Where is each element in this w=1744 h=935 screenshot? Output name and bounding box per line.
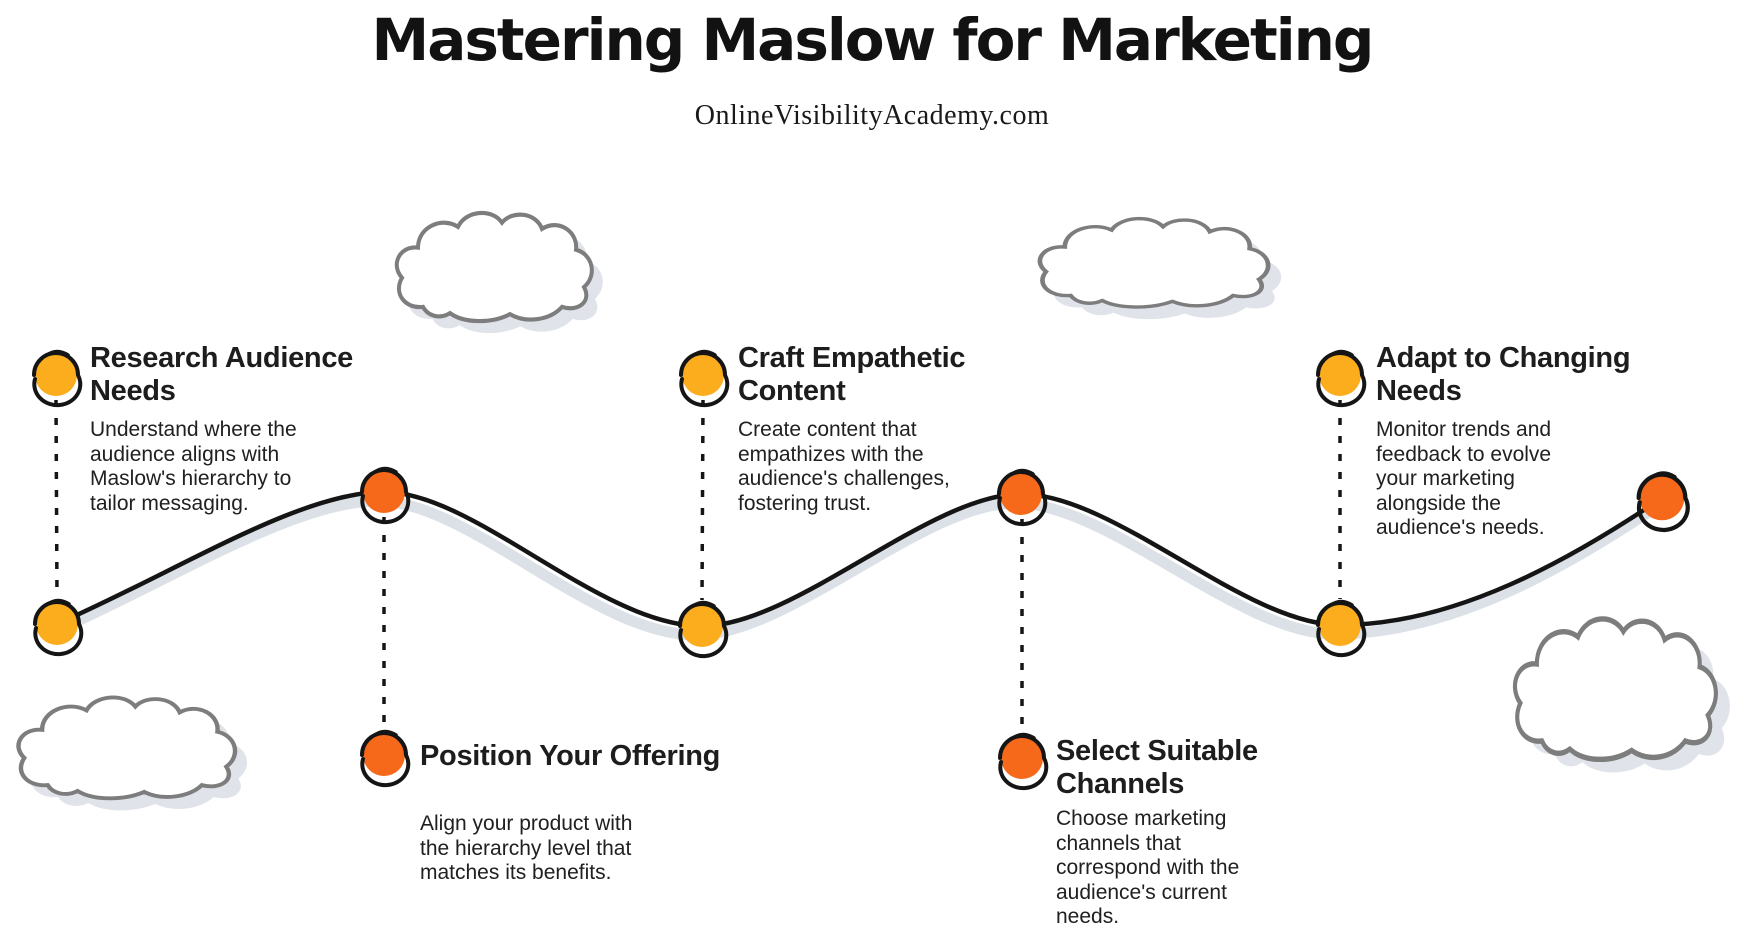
path-node-valley-2-yellow — [678, 600, 729, 659]
connector-line-step-3 — [700, 399, 705, 601]
path-node-valley-3-yellow — [1316, 599, 1367, 658]
connector-line-step-1 — [54, 399, 59, 599]
step-bullet-5-yellow — [1316, 349, 1367, 408]
step-title: Craft Empathetic Content — [738, 342, 966, 408]
website-url: OnlineVisibilityAcademy.com — [694, 100, 1050, 131]
step-4: Select Suitable Channels Choose marketin… — [1056, 735, 1296, 930]
cloud-decoration-bottom-right — [1515, 619, 1716, 759]
step-title: Adapt to Changing Needs — [1376, 342, 1631, 408]
step-bullet-1-yellow — [32, 349, 83, 408]
step-bullet-4-orange — [998, 732, 1049, 791]
step-title: Research Audience Needs — [90, 342, 353, 408]
step-title: Position Your Offering — [420, 740, 721, 772]
journey-path-shadow — [45, 495, 1662, 641]
step-title: Select Suitable Channels — [1056, 735, 1258, 801]
step-description: Align your product with the hierarchy le… — [420, 812, 633, 885]
cloud-decoration-top-right — [1040, 219, 1268, 307]
step-description: Create content that empathizes with the … — [738, 418, 950, 515]
step-1: Research Audience Needs Understand where… — [90, 342, 390, 516]
step-5: Adapt to Changing Needs Monitor trends a… — [1376, 342, 1666, 541]
cloud-decoration-top-left — [397, 213, 592, 321]
step-bullet-3-yellow — [679, 349, 730, 408]
step-3: Craft Empathetic Content Create content … — [738, 342, 1018, 516]
step-description: Understand where the audience aligns wit… — [90, 418, 297, 515]
step-2: Position Your Offering Align your produc… — [420, 740, 860, 886]
path-node-start-yellow — [33, 598, 84, 657]
journey-path — [54, 489, 1665, 629]
step-bullet-2-orange — [360, 729, 411, 788]
step-description: Choose marketing channels that correspon… — [1056, 807, 1240, 929]
infographic-title: Mastering Maslow for Marketing — [371, 6, 1375, 74]
step-description: Monitor trends and feedback to evolve yo… — [1376, 418, 1552, 540]
cloud-decoration-bottom-left — [19, 697, 236, 798]
